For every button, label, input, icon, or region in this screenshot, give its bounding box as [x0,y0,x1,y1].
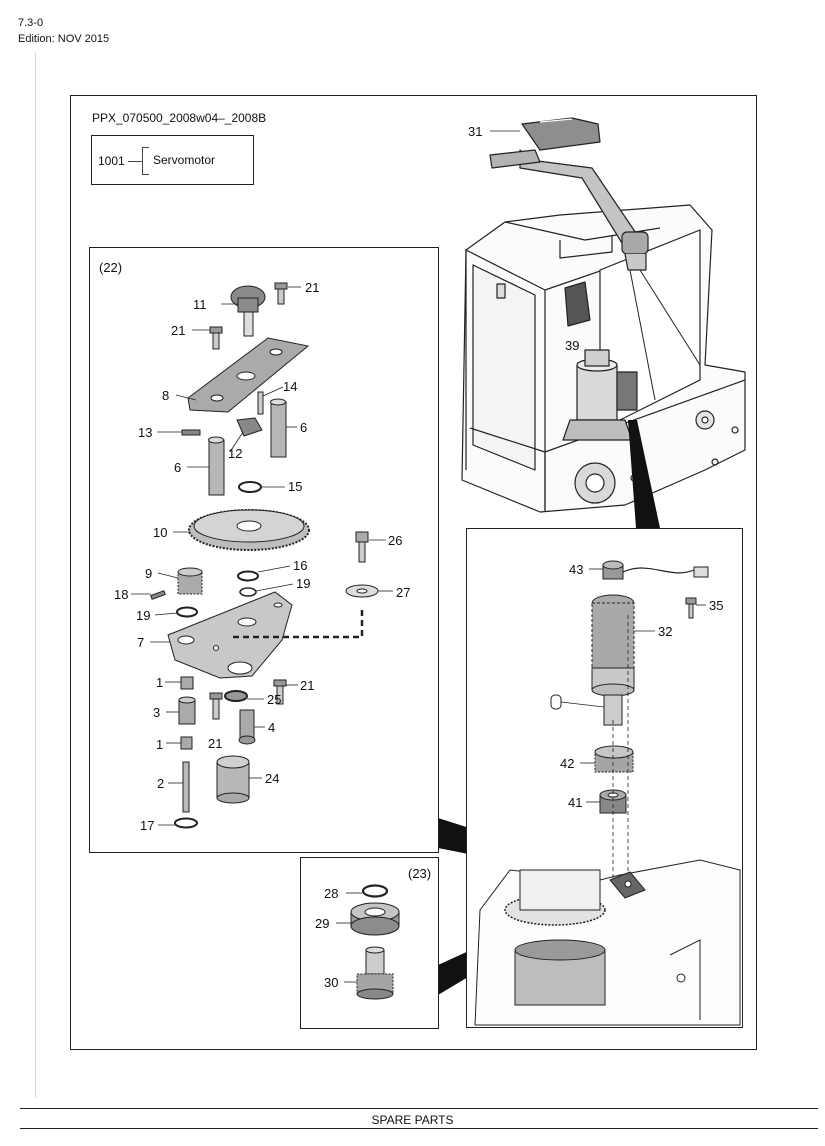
detail-23-title: (23) [408,866,432,881]
section-number: 7.3-0 [18,17,44,29]
callout-39: 39 [565,338,579,353]
callout-1-bottom: 1 [156,737,163,752]
group-code: 1001 [98,154,125,168]
callout-41: 41 [568,795,582,810]
callout-10: 10 [153,525,167,540]
callout-42: 42 [560,756,574,771]
callout-11: 11 [193,297,207,312]
callout-24: 24 [265,771,279,786]
callout-19-right: 19 [296,576,310,591]
callout-18: 18 [114,587,128,602]
drawing-frame [70,95,757,1050]
callout-25: 25 [267,692,281,707]
callout-6-right: 6 [300,420,307,435]
callout-19-left: 19 [136,608,150,623]
callout-3: 3 [153,705,160,720]
callout-32: 32 [658,624,672,639]
drawing-id: PPX_070500_2008w04–_2008B [92,111,267,125]
callout-1-top: 1 [156,675,163,690]
callout-15: 15 [288,479,302,494]
footer-title: SPARE PARTS [371,1113,454,1127]
callout-6-left: 6 [174,460,181,475]
callout-14: 14 [283,379,297,394]
callout-8: 8 [162,388,169,403]
margin-rule [35,52,36,1098]
footer-rule-bottom [20,1128,818,1129]
callout-43: 43 [569,562,583,577]
callout-21-bottom: 21 [208,736,222,751]
callout-12: 12 [228,446,242,461]
footer-rule-top [20,1108,818,1109]
callout-21-top: 21 [305,280,319,295]
callout-13: 13 [138,425,152,440]
callout-2: 2 [157,776,164,791]
callout-4: 4 [268,720,275,735]
legend-dash [128,161,142,162]
callout-27: 27 [396,585,410,600]
callout-21-left: 21 [171,323,185,338]
callout-30: 30 [324,975,338,990]
callout-7: 7 [137,635,144,650]
legend-bracket [142,147,149,175]
callout-35: 35 [709,598,723,613]
callout-29: 29 [315,916,329,931]
callout-21-right: 21 [300,678,314,693]
detail-22-title: (22) [99,260,123,275]
group-legend: 1001 Servomotor [91,135,254,185]
callout-9: 9 [145,566,152,581]
callout-31: 31 [468,124,482,139]
edition-date: Edition: NOV 2015 [18,33,110,45]
callout-26: 26 [388,533,402,548]
group-name: Servomotor [153,153,216,167]
callout-28: 28 [324,886,338,901]
callout-16: 16 [293,558,307,573]
callout-17: 17 [140,818,154,833]
